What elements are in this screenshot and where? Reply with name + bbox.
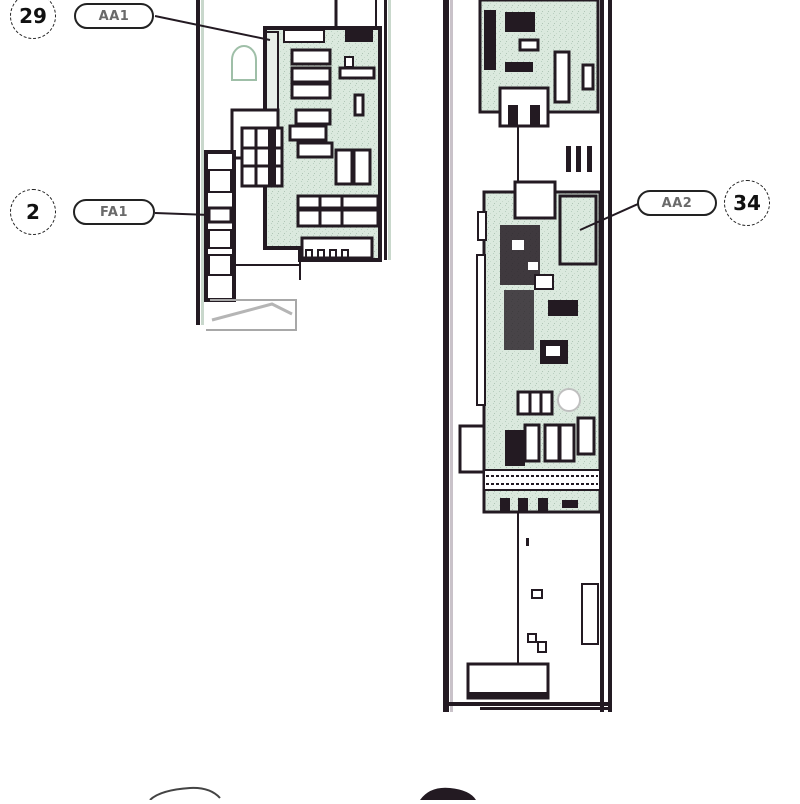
left-unit xyxy=(196,0,391,331)
right-unit xyxy=(443,0,612,712)
leader-lines xyxy=(154,15,639,231)
aa2-board xyxy=(458,180,602,514)
aa1-board xyxy=(263,26,382,262)
callout-tag-fa1: FA1 xyxy=(73,199,155,225)
relay-block xyxy=(230,108,284,188)
callout-number-2: 2 xyxy=(10,189,56,235)
callout-number-29: 29 xyxy=(10,0,56,39)
lower-section xyxy=(466,512,599,700)
callout-tag-aa2: AA2 xyxy=(637,190,717,216)
fa1-leader-line xyxy=(154,212,211,216)
upper-board xyxy=(478,0,600,128)
aa1-leader-line xyxy=(154,15,271,41)
callout-number-34: 34 xyxy=(724,180,770,226)
fa1-breaker-block xyxy=(204,150,301,302)
bottom-partial-outline xyxy=(149,786,221,801)
aa2-leader-line xyxy=(579,203,639,231)
bottom-partial-dark-shape xyxy=(420,787,476,800)
callout-tag-aa1: AA1 xyxy=(74,3,154,29)
outline-symbol xyxy=(231,45,257,81)
